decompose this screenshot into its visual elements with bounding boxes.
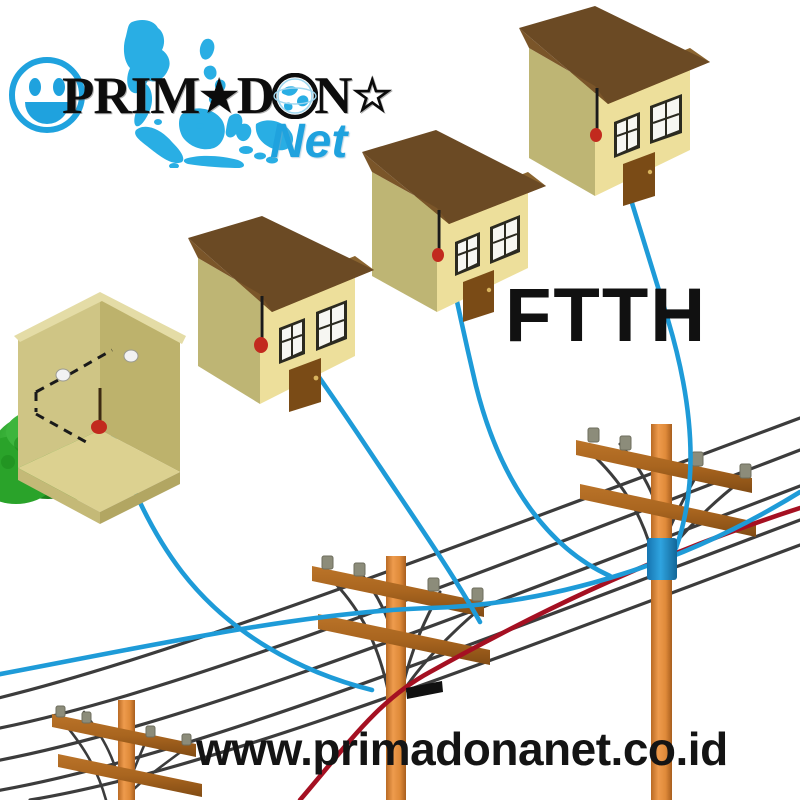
house-3 xyxy=(519,6,710,206)
house-terminal-box xyxy=(590,128,602,142)
indoor-wiring xyxy=(34,348,113,444)
house-terminal-box xyxy=(254,337,268,353)
house-terminal-box xyxy=(432,248,444,262)
door xyxy=(623,152,655,206)
crossarm xyxy=(312,566,490,665)
insulators xyxy=(321,555,484,602)
house-2 xyxy=(362,130,546,322)
utility-pole-left xyxy=(52,700,202,800)
insulators xyxy=(587,427,752,479)
house-1 xyxy=(188,216,374,412)
door-knob xyxy=(486,287,492,293)
interior-cutaway-room xyxy=(14,292,186,524)
windows xyxy=(614,94,682,158)
wall-outlets xyxy=(55,349,139,382)
fiber-trunk-cable xyxy=(0,489,800,677)
door-knob xyxy=(647,169,653,175)
website-url: www.primadonanet.co.id xyxy=(196,723,728,775)
crossarm xyxy=(576,440,756,537)
indoor-terminal-box xyxy=(91,420,107,434)
windows xyxy=(279,300,347,364)
door-knob xyxy=(313,375,319,381)
insulators xyxy=(55,705,192,746)
fiber-junction-box xyxy=(647,538,677,580)
windows xyxy=(455,215,520,276)
door xyxy=(463,270,494,322)
fiber-splice-closure xyxy=(406,681,443,699)
utility-pole-right xyxy=(576,424,756,800)
ftth-title: FTTH xyxy=(505,273,708,358)
utility-pole-middle xyxy=(312,555,490,800)
crossarm xyxy=(52,714,202,797)
door xyxy=(289,358,321,412)
